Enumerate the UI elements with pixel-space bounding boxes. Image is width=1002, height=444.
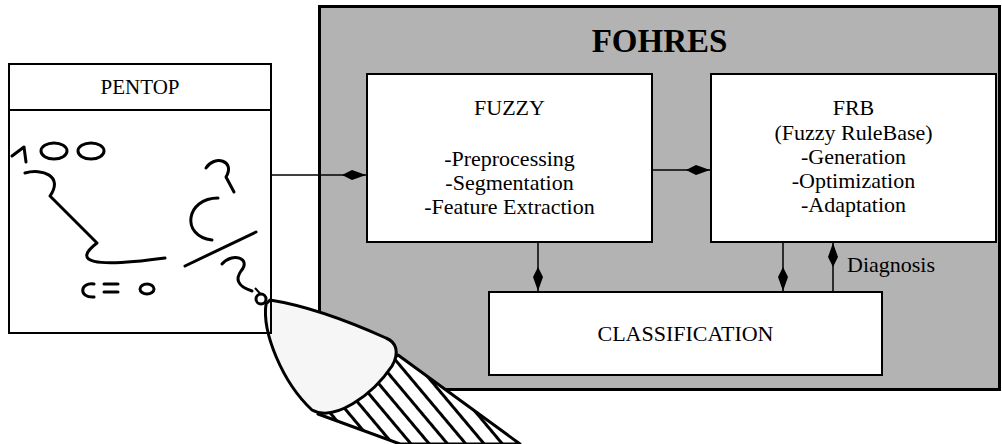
system-title: FOHRES bbox=[318, 5, 1001, 58]
flow-arrow bbox=[537, 243, 539, 291]
process-box: CLASSIFICATION bbox=[488, 291, 883, 376]
box-heading: FRB (Fuzzy RuleBase) bbox=[712, 95, 995, 145]
flow-arrow bbox=[272, 174, 366, 176]
system-panel-fill bbox=[320, 7, 1000, 390]
box-body: -Preprocessing -Segmentation -Feature Ex… bbox=[368, 147, 651, 219]
pen-illustration bbox=[255, 288, 520, 444]
box-heading: FUZZY bbox=[368, 95, 651, 120]
flow-arrow bbox=[782, 243, 784, 291]
box-heading: CLASSIFICATION bbox=[597, 321, 773, 347]
system-box: FOHRES FUZZY -Preprocessing -Segmentation … bbox=[318, 5, 1001, 391]
process-box: FUZZY -Preprocessing -Segmentation -Featu… bbox=[366, 73, 653, 243]
panel-header: PENTOP bbox=[10, 65, 270, 111]
box-body: -Generation -Optimization -Adaptation bbox=[712, 145, 995, 217]
pentop-panel: PENTOP bbox=[8, 63, 272, 334]
process-box: FRB (Fuzzy RuleBase)-Generation -Optimiz… bbox=[710, 73, 997, 243]
flow-arrow bbox=[653, 169, 710, 171]
panel-fills bbox=[320, 7, 1000, 390]
edge-label: Diagnosis bbox=[847, 252, 935, 278]
handwriting bbox=[12, 143, 256, 297]
flow-arrow bbox=[832, 243, 834, 291]
